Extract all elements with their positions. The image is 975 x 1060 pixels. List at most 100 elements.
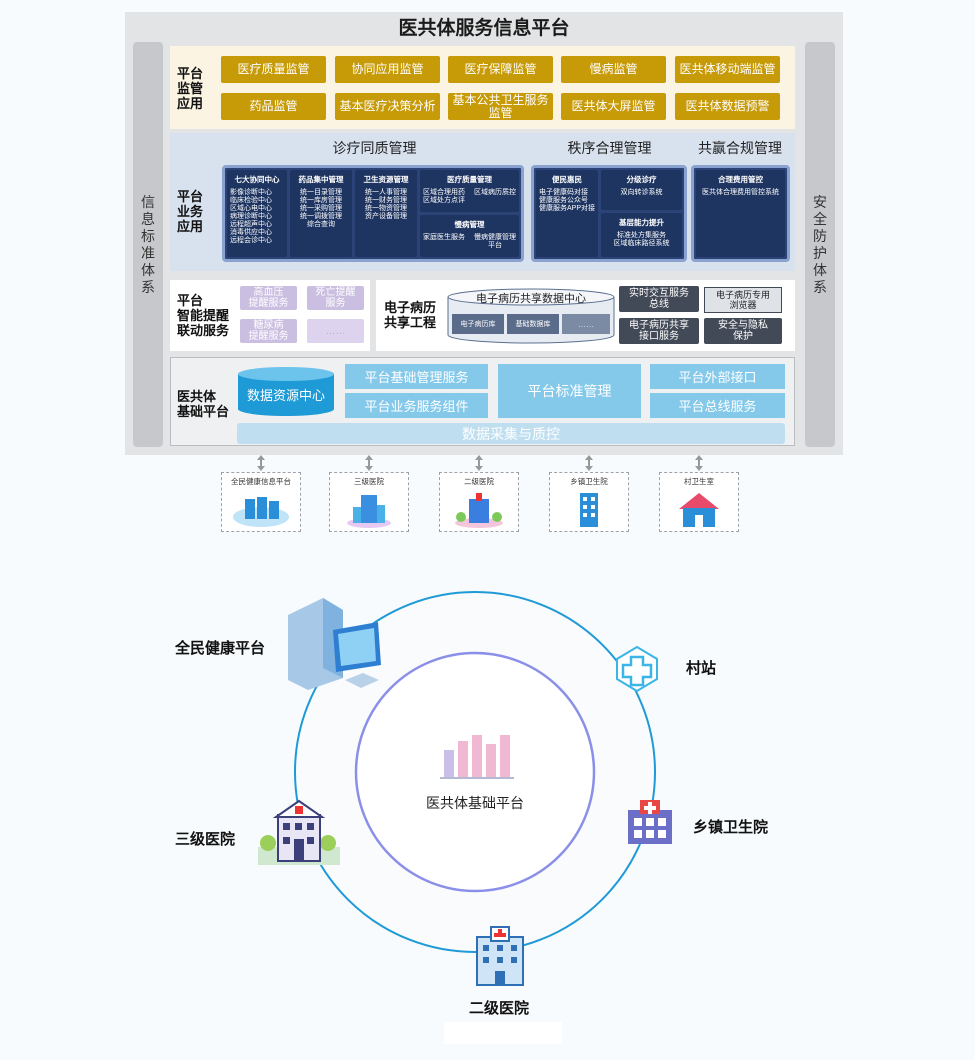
col-cost-control: 合理费用管控医共体合理费用管控系统 — [696, 170, 785, 257]
col-convenience: 便民惠民电子健康码对接 健康服务公众号 健康服务APP对接 — [536, 170, 598, 257]
col2-lines: 统一目录管理 统一库房管理 统一采购管理 统一调拨管理 综合查询 — [300, 189, 342, 228]
building-icon — [580, 493, 598, 527]
realtime-bus: 实时交互服务 总线 — [619, 286, 699, 312]
cloud-server-icon — [233, 497, 289, 527]
smart-more: …… — [307, 319, 364, 343]
col7-title: 合理费用管控 — [718, 175, 763, 184]
external-interface: 平台外部接口 — [650, 364, 785, 389]
connection-label: 村卫生室 — [684, 477, 714, 486]
supervision-item-screen: 医共体大屏监管 — [561, 93, 666, 120]
col4a-title: 医疗质量管理 — [447, 175, 492, 184]
business-component: 平台业务服务组件 — [345, 393, 488, 418]
base-database: 基础数据库 — [507, 314, 559, 334]
col6a-title: 分级诊疗 — [626, 175, 657, 184]
data-resource-cylinder — [238, 367, 334, 416]
col6b-lines: 标准处方集服务 区域临床路径系统 — [613, 232, 670, 247]
group3-title: 共赢合规管理 — [698, 140, 782, 156]
security-sidebar: 安全防护体系 — [805, 42, 835, 447]
connection-label: 全民健康信息平台 — [231, 477, 291, 486]
up-down-arrow-icon — [365, 455, 373, 471]
up-down-arrow-icon — [695, 455, 703, 471]
connection-village-clinic: 村卫生室 — [659, 472, 739, 532]
supervision-item-public-health: 基本公共卫生服务监管 — [448, 93, 553, 120]
bar-chart-icon — [440, 735, 514, 779]
connection-health-platform: 全民健康信息平台 — [221, 472, 301, 532]
col4b-right: 慢病健康管理 平台 — [474, 234, 516, 249]
col-tiered-care: 分级诊疗双向转诊系统 — [601, 170, 682, 210]
caption-box — [444, 1022, 562, 1044]
emr-center-more: …… — [562, 314, 610, 334]
emr-label: 电子病历 共享工程 — [384, 300, 437, 330]
col-quality-management: 医疗质量管理区域合理用药 区域处方点评 区域病历质控 — [420, 170, 519, 212]
computer-icon — [288, 598, 381, 690]
data-resource-center: 数据资源中心 — [246, 388, 325, 403]
col-resource-management: 卫生资源管理统一人事管理 统一财务管理 统一物资管理 资产设备管理 — [355, 170, 417, 257]
connection-label: 二级医院 — [464, 477, 494, 486]
col1-lines: 影像诊断中心 临床检验中心 区域心电中心 病理诊断中心 远程超声中心 消毒供应中… — [230, 189, 272, 244]
supervision-item-decision: 基本医疗决策分析 — [335, 93, 440, 120]
node-health-platform: 全民健康平台 — [175, 640, 266, 657]
connection-label: 三级医院 — [354, 477, 384, 486]
supervision-item-mobile: 医共体移动端监管 — [675, 56, 780, 83]
supervision-item-collab: 协同应用监管 — [335, 56, 440, 83]
death-reminder: 死亡提醒 服务 — [307, 286, 364, 310]
supervision-item-insurance: 医疗保障监管 — [448, 56, 553, 83]
node-secondary-hospital: 二级医院 — [469, 1000, 530, 1017]
business-label: 平台 业务 应用 — [177, 189, 204, 234]
emr-library: 电子病历库 — [452, 314, 504, 334]
col5-lines: 电子健康码对接 健康服务公众号 健康服务APP对接 — [539, 189, 596, 212]
smart-label: 平台 智能提醒 联动服务 — [177, 293, 230, 338]
supervision-label: 平台 监管 应用 — [177, 66, 204, 111]
col4a-right: 区域病历质控 — [474, 189, 516, 196]
left-side-label: 信息标准体系 — [141, 193, 155, 295]
col-capacity: 基层能力提升标准处方集服务 区域临床路径系统 — [601, 213, 682, 257]
supervision-item-drug: 药品监管 — [221, 93, 326, 120]
security-privacy: 安全与隐私 保护 — [704, 318, 782, 344]
col5-title: 便民惠民 — [552, 175, 582, 184]
health-center-icon — [628, 800, 672, 844]
col4b-left: 家庭医生服务 — [423, 234, 465, 241]
up-down-arrow-icon — [475, 455, 483, 471]
col2-title: 药品集中管理 — [298, 175, 344, 184]
house-icon — [679, 493, 719, 527]
col4a-left: 区域合理用药 区域处方点评 — [423, 189, 465, 204]
col3-title: 卫生资源管理 — [363, 175, 409, 184]
col6b-title: 基层能力提升 — [619, 218, 664, 227]
supervision-item-warning: 医共体数据预警 — [675, 93, 780, 120]
supervision-item-chronic: 慢病监管 — [561, 56, 666, 83]
col-chronic-management: 慢病管理家庭医生服务 慢病健康管理 平台 — [420, 215, 519, 257]
emr-browser: 电子病历专用 浏览器 — [704, 287, 782, 313]
secondary-hospital-icon — [476, 926, 524, 986]
col-drug-management: 药品集中管理统一目录管理 统一库房管理 统一采购管理 统一调拨管理 综合查询 — [290, 170, 352, 257]
col7-lines: 医共体合理费用管控系统 — [702, 189, 779, 196]
up-down-arrow-icon — [585, 455, 593, 471]
up-down-arrow-icon — [257, 455, 265, 471]
standard-management: 平台标准管理 — [498, 364, 641, 418]
base-mgmt-service: 平台基础管理服务 — [345, 364, 488, 389]
info-standard-sidebar: 信息标准体系 — [133, 42, 163, 447]
connection-secondary-hospital: 二级医院 — [439, 472, 519, 532]
data-collection: 数据采集与质控 — [237, 423, 785, 444]
emr-share-interface: 电子病历共享 接口服务 — [619, 318, 699, 344]
col6a-lines: 双向转诊系统 — [620, 189, 663, 196]
group2-title: 秩序合理管理 — [567, 140, 652, 156]
hospital-building-icon — [258, 799, 340, 865]
col4b-title: 慢病管理 — [454, 220, 485, 229]
hypertension-reminder: 高血压 提醒服务 — [240, 286, 297, 310]
diabetes-reminder: 糖尿病 提醒服务 — [240, 319, 297, 343]
supervision-item-quality: 医疗质量监管 — [221, 56, 326, 83]
circle-center-label: 医共体基础平台 — [426, 795, 524, 811]
node-township-center: 乡镇卫生院 — [693, 819, 769, 836]
node-village-station: 村站 — [686, 660, 717, 677]
hospital-icon — [347, 495, 391, 528]
node-tertiary-hospital: 三级医院 — [175, 831, 236, 848]
bus-service: 平台总线服务 — [650, 393, 785, 418]
col1-title: 七大协同中心 — [234, 175, 280, 184]
connection-township-center: 乡镇卫生院 — [549, 472, 629, 532]
connection-tertiary-hospital: 三级医院 — [329, 472, 409, 532]
circle-diagram — [294, 591, 656, 953]
right-side-label: 安全防护体系 — [813, 193, 827, 295]
main-title: 医共体服务信息平台 — [398, 18, 570, 39]
connection-label: 乡镇卫生院 — [570, 477, 608, 486]
medical-cross-icon — [616, 645, 658, 693]
